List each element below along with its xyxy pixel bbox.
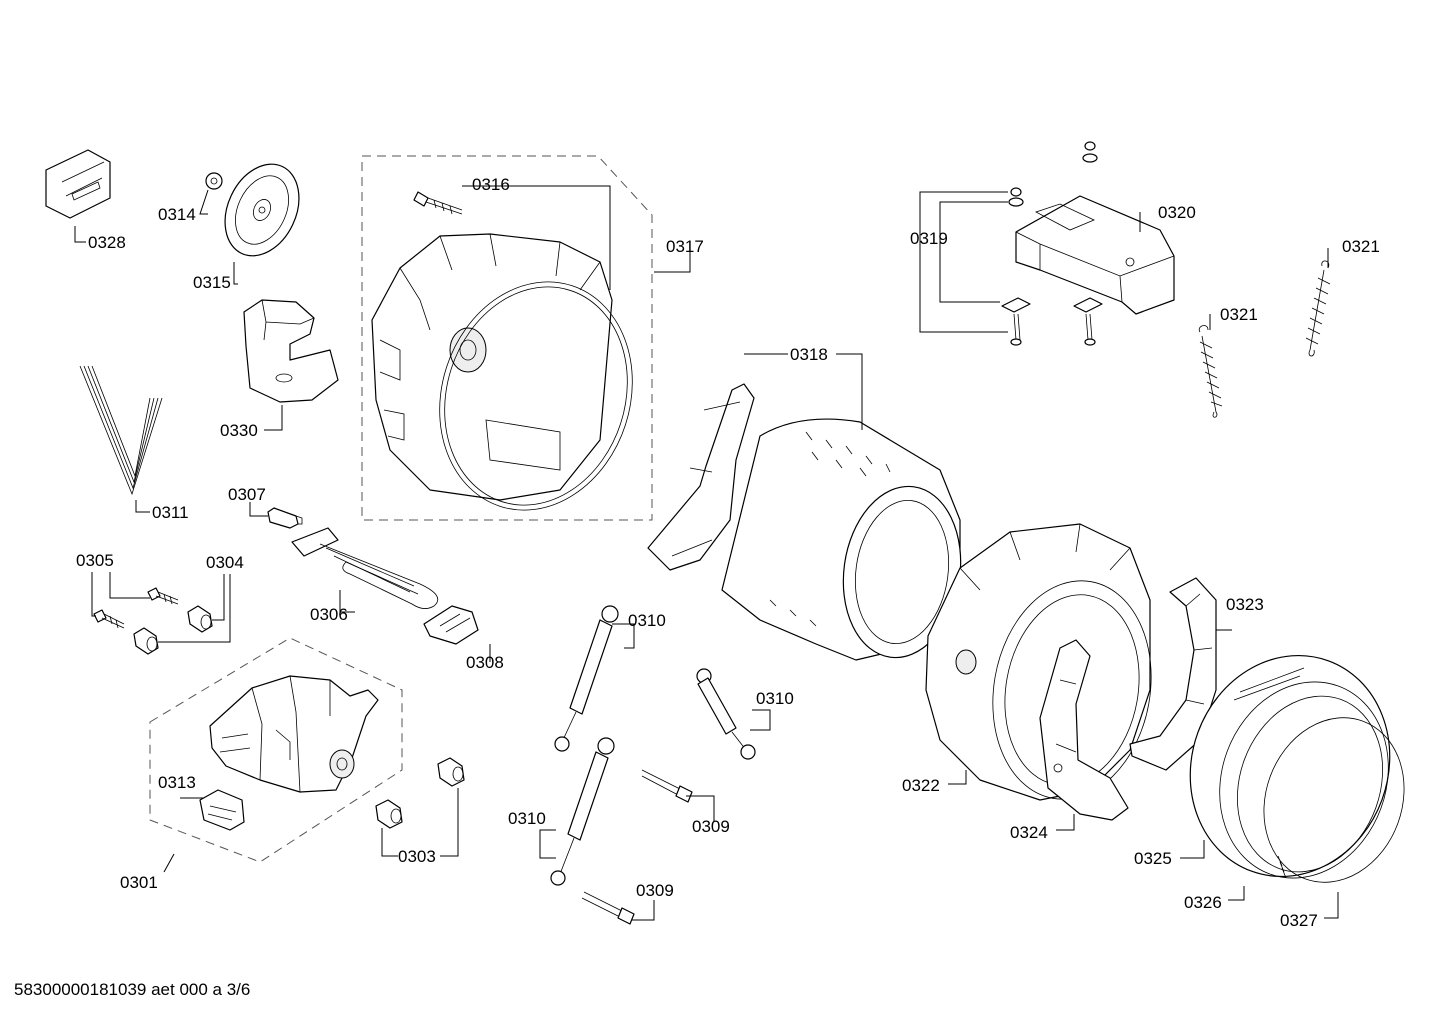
clamp-0327[interactable] <box>1241 698 1426 902</box>
screw-0305a[interactable] <box>147 587 179 605</box>
door-seal-0326[interactable] <box>1213 667 1406 893</box>
callout-0330: 0330 <box>220 421 258 440</box>
leader-lines <box>74 185 1339 921</box>
callout-0311: 0311 <box>152 503 189 522</box>
callout-0309-b: 0309 <box>636 881 674 900</box>
heating-element-0306[interactable] <box>291 527 439 609</box>
callout-0310-b: 0310 <box>508 809 546 828</box>
callout-0303: 0303 <box>398 847 436 866</box>
outer-tub-rear-0317[interactable] <box>371 233 661 535</box>
callout-0326: 0326 <box>1184 893 1222 912</box>
callout-0310-c: 0310 <box>756 689 794 708</box>
shock-absorber-0310a[interactable] <box>554 605 619 752</box>
callout-0322: 0322 <box>902 776 940 795</box>
callout-0304: 0304 <box>206 553 244 572</box>
bushing-0304b[interactable] <box>133 627 159 655</box>
callout-labels: 0328 0314 0315 0330 0311 0307 0306 0308 … <box>76 175 1380 930</box>
callout-0324: 0324 <box>1010 823 1048 842</box>
hardware-0319[interactable] <box>1001 141 1103 346</box>
callout-0328: 0328 <box>88 233 126 252</box>
callout-0321-a: 0321 <box>1220 305 1258 324</box>
callout-0318: 0318 <box>790 345 828 364</box>
screw-0316[interactable] <box>413 191 463 215</box>
bushing-0304a[interactable] <box>187 605 213 633</box>
callout-0306: 0306 <box>310 605 348 624</box>
drum-0318[interactable] <box>647 383 971 665</box>
counterweight-0323[interactable] <box>1129 577 1217 771</box>
bolt-0309b[interactable] <box>581 891 635 925</box>
drawing-number: 58300000181039 aet 000 a 3/6 <box>14 980 251 999</box>
screw-0305b[interactable] <box>93 609 125 629</box>
callout-0320: 0320 <box>1158 203 1196 222</box>
ntc-clip-0308[interactable] <box>423 605 479 645</box>
group-box-0301 <box>149 637 403 863</box>
callout-0317: 0317 <box>666 237 704 256</box>
callout-0313: 0313 <box>158 773 196 792</box>
callout-0310-a: 0310 <box>628 611 666 630</box>
callout-0315: 0315 <box>193 273 231 292</box>
callout-0319: 0319 <box>910 229 948 248</box>
connector-0313[interactable] <box>199 789 245 831</box>
bushing-0303b[interactable] <box>375 799 403 829</box>
shock-absorber-0310b[interactable] <box>550 737 615 886</box>
motor-0301[interactable] <box>209 675 379 793</box>
callout-0305: 0305 <box>76 551 114 570</box>
callout-0325: 0325 <box>1134 849 1172 868</box>
bolt-0309a[interactable] <box>641 769 693 803</box>
bracket-0328[interactable] <box>45 149 111 219</box>
bushing-0303a[interactable] <box>437 757 465 787</box>
callout-0321-b: 0321 <box>1342 237 1380 256</box>
spring-0321b[interactable] <box>1305 260 1331 357</box>
shock-absorber-0310c[interactable] <box>696 668 756 760</box>
drive-belt-0311[interactable] <box>79 365 163 496</box>
counterweight-0330[interactable] <box>243 299 339 403</box>
callout-0323: 0323 <box>1226 595 1264 614</box>
callout-0316: 0316 <box>472 175 510 194</box>
pulley-0315[interactable] <box>211 152 313 268</box>
callout-0309-a: 0309 <box>692 817 730 836</box>
outer-tub-front-0322[interactable] <box>925 523 1168 812</box>
group-box-0317 <box>361 155 653 521</box>
washer-0314[interactable] <box>205 172 223 190</box>
callout-0327: 0327 <box>1280 911 1318 930</box>
bracket-0324[interactable] <box>1039 639 1129 821</box>
sensor-0307[interactable] <box>267 507 303 529</box>
callout-0301: 0301 <box>120 873 158 892</box>
callout-0314: 0314 <box>158 205 196 224</box>
cross-beam-0320[interactable] <box>1015 195 1175 315</box>
callout-0308: 0308 <box>466 653 504 672</box>
callout-0307: 0307 <box>228 485 266 504</box>
spring-0321a[interactable] <box>1198 325 1223 418</box>
